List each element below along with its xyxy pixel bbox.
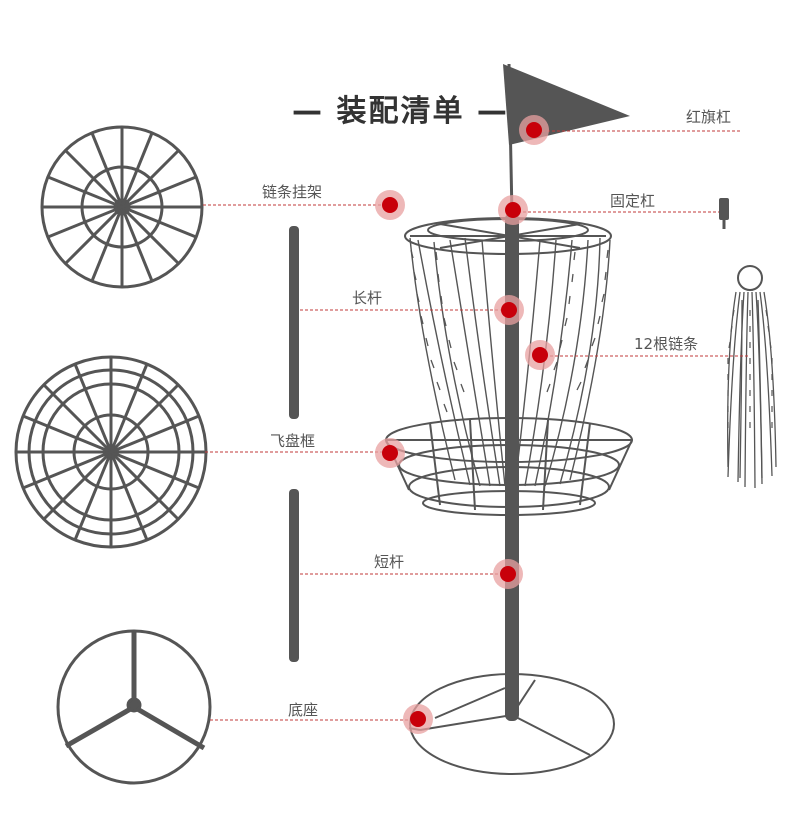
marker-fixed-pole	[498, 195, 528, 225]
disc-basket-part	[14, 355, 208, 549]
long-pole-part	[289, 226, 299, 419]
leader-lines	[203, 130, 748, 721]
label-chains: 12根链条	[634, 335, 699, 353]
label-fixed-pole: 固定杠	[610, 192, 656, 210]
label-chain-hanger: 链条挂架	[262, 183, 323, 201]
marker-flag-pole	[519, 115, 549, 145]
label-long-pole: 长杆	[352, 289, 383, 307]
marker-disc-basket	[375, 438, 405, 468]
assembled-basket	[385, 63, 633, 775]
marker-short-pole	[493, 559, 523, 589]
marker-base	[403, 704, 433, 734]
fixed-pole-part	[719, 198, 729, 229]
marker-chains	[525, 340, 555, 370]
label-short-pole: 短杆	[374, 553, 405, 571]
marker-long-pole	[494, 295, 524, 325]
page-title: — 装配清单 —	[292, 94, 509, 129]
label-flag-pole: 红旗杠	[686, 108, 732, 126]
label-disc-basket: 飞盘框	[270, 432, 316, 450]
marker-chain-hanger	[375, 190, 405, 220]
chains-part	[727, 265, 777, 489]
base-part	[56, 629, 212, 785]
markers	[375, 115, 555, 734]
chain-hanger-part	[40, 125, 204, 289]
short-pole-part	[289, 489, 299, 662]
label-base: 底座	[288, 701, 319, 719]
